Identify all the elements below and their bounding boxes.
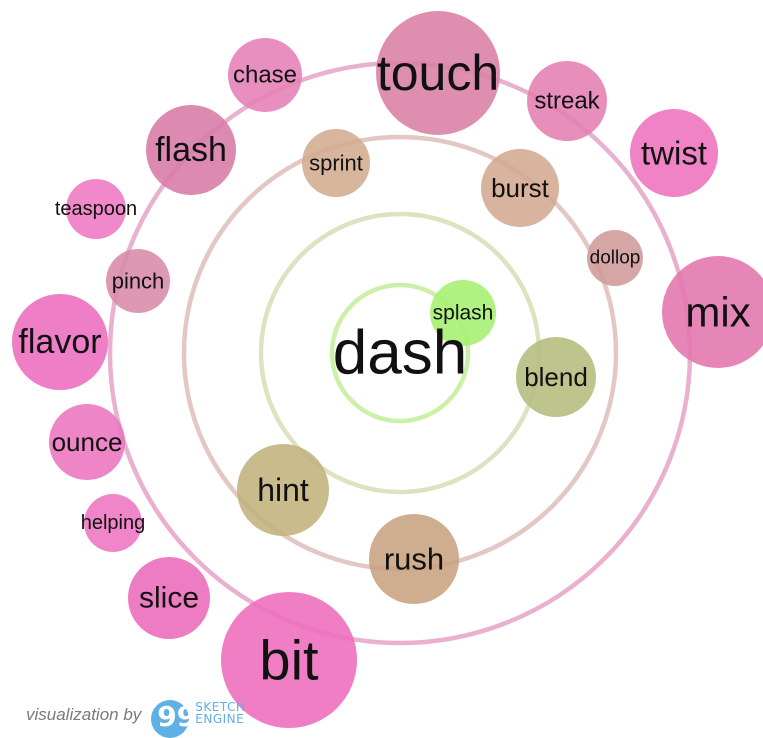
label-rush: rush — [384, 542, 444, 577]
bubble-ounce[interactable] — [49, 404, 125, 480]
bubble-sprint[interactable] — [302, 129, 370, 197]
bubble-pinch[interactable] — [106, 249, 170, 313]
attribution: visualization by 99 SKETCH ENGINE — [26, 700, 261, 738]
sketch-engine-logo[interactable]: 99 SKETCH ENGINE — [151, 700, 261, 738]
label-splash: splash — [433, 302, 494, 325]
bubble-dollop[interactable] — [587, 230, 643, 286]
label-blend: blend — [524, 362, 588, 392]
bubble-slice[interactable] — [128, 557, 210, 639]
label-slice: slice — [139, 582, 199, 615]
center-word: dash — [333, 319, 467, 388]
label-teaspoon: teaspoon — [55, 198, 137, 220]
bubble-chase[interactable] — [228, 38, 302, 112]
bubble-helping[interactable] — [84, 494, 142, 552]
label-ounce: ounce — [52, 427, 123, 457]
label-flash: flash — [155, 131, 227, 169]
bubble-bit[interactable] — [221, 592, 357, 728]
label-dollop: dollop — [590, 248, 641, 269]
bubble-twist[interactable] — [630, 109, 718, 197]
label-burst: burst — [491, 173, 550, 203]
bubble-teaspoon[interactable] — [66, 179, 126, 239]
label-hint: hint — [257, 472, 309, 508]
label-streak: streak — [534, 88, 600, 115]
label-twist: twist — [641, 135, 707, 172]
bubble-burst[interactable] — [481, 149, 559, 227]
bubble-flash[interactable] — [146, 105, 236, 195]
label-chase: chase — [233, 62, 297, 89]
bubble-splash[interactable] — [430, 280, 496, 346]
bubble-flavor[interactable] — [12, 294, 108, 390]
label-pinch: pinch — [112, 269, 165, 294]
ring-0 — [329, 282, 471, 424]
label-helping: helping — [81, 512, 146, 534]
bubble-mix[interactable] — [662, 256, 763, 368]
bubble-rush[interactable] — [369, 514, 459, 604]
label-bit: bit — [259, 629, 319, 692]
bubble-touch[interactable] — [376, 11, 500, 135]
label-mix: mix — [685, 289, 750, 336]
quote-mark-icon: 99 — [151, 700, 196, 738]
bubble-blend[interactable] — [516, 337, 596, 417]
label-sprint: sprint — [309, 151, 363, 176]
label-flavor: flavor — [18, 323, 101, 361]
bubble-hint[interactable] — [237, 444, 329, 536]
attribution-text: visualization by — [26, 705, 142, 724]
logo-wordmark: SKETCH ENGINE — [195, 700, 246, 726]
label-touch: touch — [377, 45, 499, 101]
bubble-streak[interactable] — [527, 61, 607, 141]
